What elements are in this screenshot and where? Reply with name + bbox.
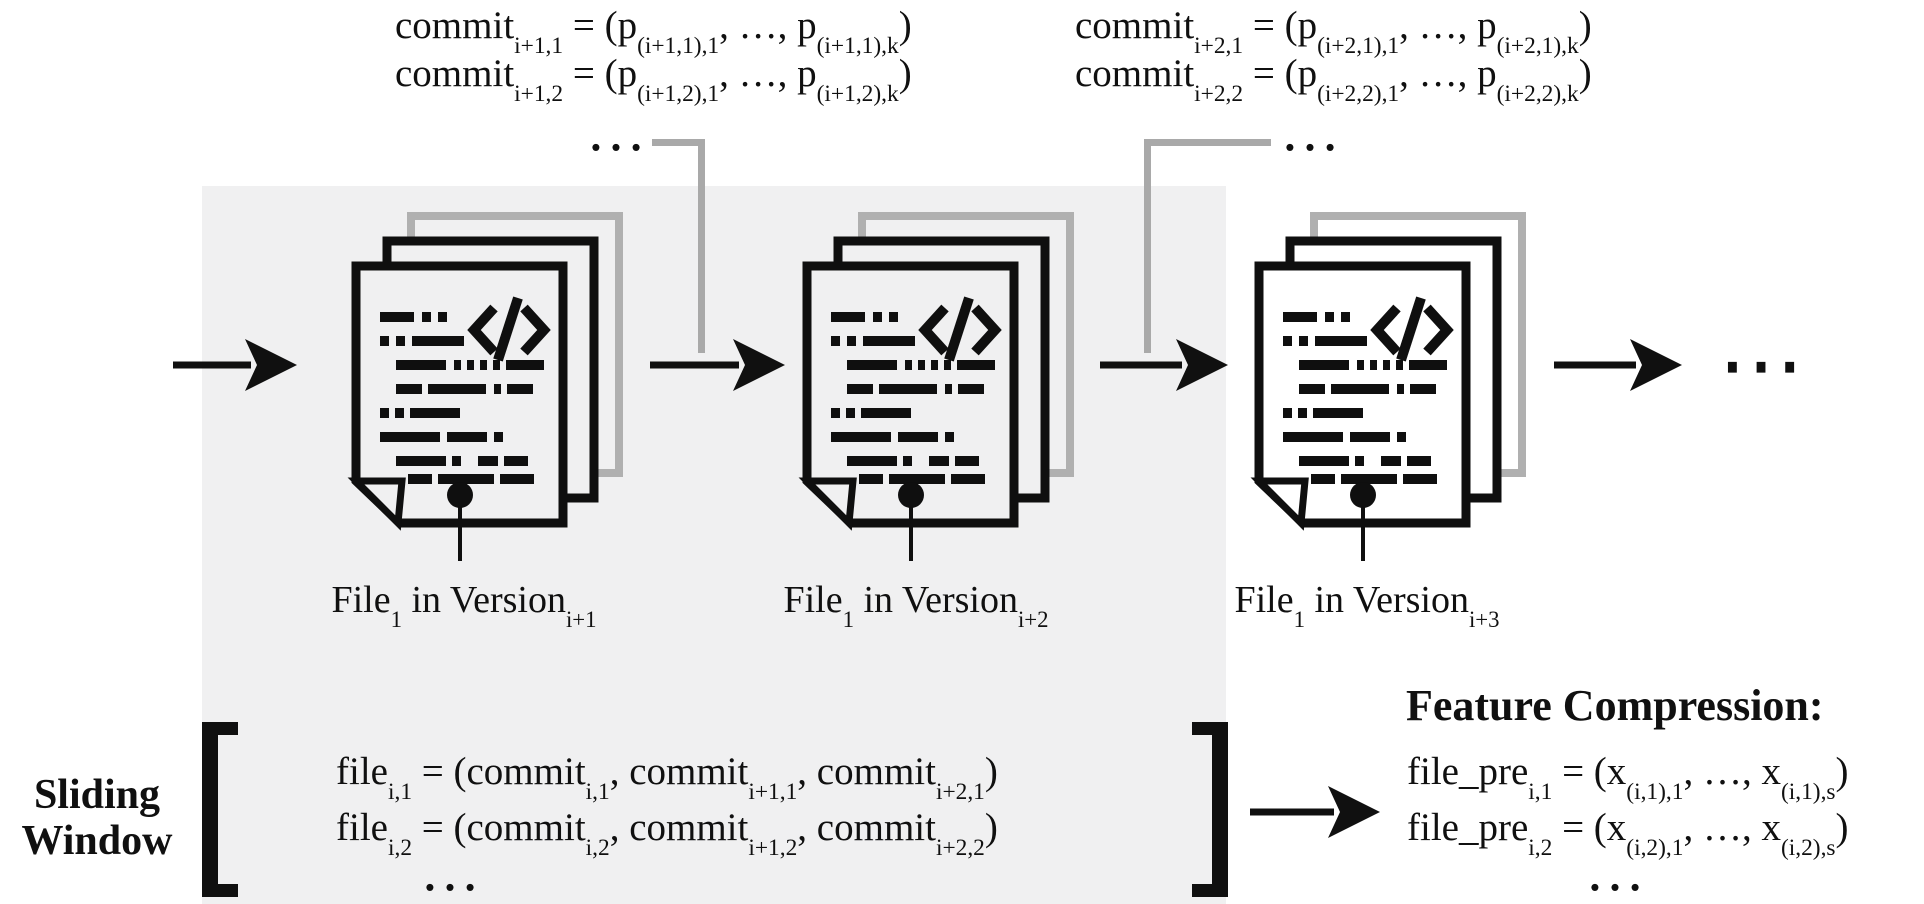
timeline-trailing-ellipsis: ⋯ [1718, 315, 1804, 415]
flow-arrow [1250, 786, 1380, 838]
sliding-window-label-line2: Window [21, 818, 173, 864]
connector-line [1144, 139, 1151, 353]
code-file-stack-icon [1249, 208, 1529, 563]
flow-arrow [173, 339, 297, 391]
flow-arrow [1100, 339, 1228, 391]
flow-arrow [1554, 339, 1682, 391]
commit-formula-group-2: commiti+2,1 = (p(i+2,1),1, …, p(i+2,1),k… [1075, 2, 1592, 107]
file-version-label: File1 in Versioni+2 [783, 579, 1049, 632]
connector-line [1144, 139, 1271, 146]
commit-formula-line: commiti+2,2 = (p(i+2,2),1, …, p(i+2,2),k… [1075, 52, 1592, 107]
commit-formula-line: commiti+1,2 = (p(i+1,2),1, …, p(i+1,2),k… [395, 52, 912, 107]
file-version-label: File1 in Versioni+3 [1234, 579, 1500, 632]
window-equations: filei,1 = (commiti,1, commiti+1,1, commi… [336, 744, 998, 861]
ellipsis-under-group-1: … [586, 97, 648, 163]
code-file-stack-icon [797, 208, 1077, 563]
feature-compression-heading: Feature Compression: [1406, 681, 1824, 730]
ellipsis-window-equations: … [420, 837, 482, 903]
window-equation-line: filei,1 = (commiti,1, commiti+1,1, commi… [336, 750, 998, 805]
window-equation-line: filei,2 = (commiti,2, commiti+1,2, commi… [336, 806, 998, 861]
connector-line [698, 139, 705, 353]
feature-compression-equations: file_prei,1 = (x(i,1),1, …, x(i,1),s) fi… [1407, 744, 1849, 861]
code-file-stack-icon [346, 208, 626, 563]
sliding-window-label: Sliding Window [2, 772, 192, 864]
sliding-window-label-line1: Sliding [33, 772, 161, 818]
commit-formula-line: commiti+1,1 = (p(i+1,1),1, …, p(i+1,1),k… [395, 4, 912, 59]
commit-formula-group-1: commiti+1,1 = (p(i+1,1),1, …, p(i+1,1),k… [395, 2, 912, 107]
ellipsis-under-group-2: … [1280, 97, 1342, 163]
close-bracket [1192, 722, 1228, 897]
flow-arrow [650, 339, 785, 391]
open-bracket [202, 722, 238, 897]
connector-line [652, 139, 705, 146]
feature-equation-line: file_prei,1 = (x(i,1),1, …, x(i,1),s) [1407, 750, 1849, 805]
commit-formula-line: commiti+2,1 = (p(i+2,1),1, …, p(i+2,1),k… [1075, 4, 1592, 59]
file-version-label: File1 in Versioni+1 [331, 579, 597, 632]
feature-equation-line: file_prei,2 = (x(i,2),1, …, x(i,2),s) [1407, 806, 1849, 861]
ellipsis-feature-equations: … [1585, 837, 1647, 903]
